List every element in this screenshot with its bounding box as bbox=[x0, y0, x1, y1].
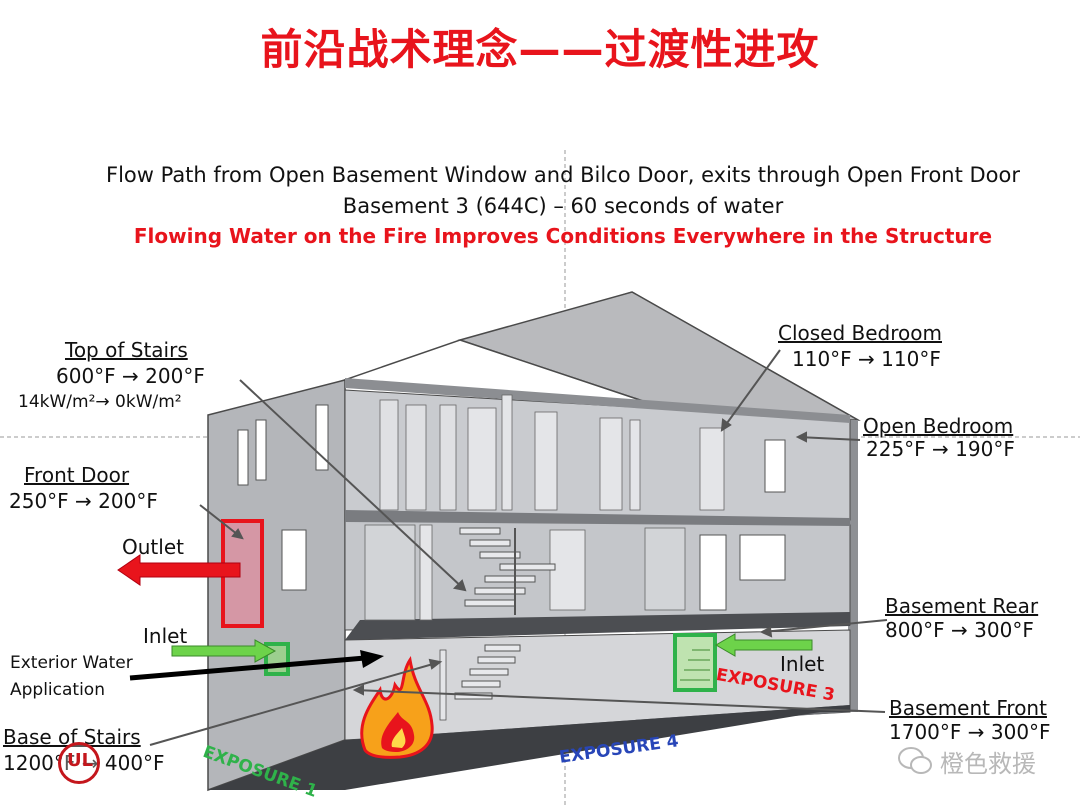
label-basement-front: Basement Front bbox=[889, 696, 1047, 720]
front-door-heading: Front Door bbox=[24, 463, 129, 487]
top-of-stairs-temp: 600°F → 200°F bbox=[56, 364, 205, 388]
subtitle-flow-path: Flow Path from Open Basement Window and … bbox=[0, 163, 1080, 187]
basement-front-temp: 1700°F → 300°F bbox=[889, 720, 1051, 744]
label-top-of-stairs: Top of Stairs bbox=[65, 338, 188, 362]
closed-bedroom-heading: Closed Bedroom bbox=[778, 321, 942, 345]
front-door-temp: 250°F → 200°F bbox=[9, 489, 158, 513]
label-front-door: Front Door bbox=[24, 463, 129, 487]
top-of-stairs-flux: 14kW/m²→ 0kW/m² bbox=[18, 390, 182, 414]
open-bedroom-temp: 225°F → 190°F bbox=[866, 437, 1015, 461]
wechat-icon bbox=[898, 746, 932, 776]
closed-bedroom-temp: 110°F → 110°F bbox=[792, 347, 941, 371]
basement-rear-temp: 800°F → 300°F bbox=[885, 618, 1034, 642]
exterior-water-label-2: Application bbox=[10, 678, 105, 702]
ul-logo-text: UL bbox=[67, 750, 93, 771]
subtitle-basement: Basement 3 (644C) – 60 seconds of water bbox=[0, 194, 1080, 218]
label-closed-bedroom: Closed Bedroom bbox=[778, 321, 942, 345]
exterior-water-label-1: Exterior Water bbox=[10, 651, 133, 675]
label-basement-rear: Basement Rear bbox=[885, 594, 1038, 618]
top-of-stairs-heading: Top of Stairs bbox=[65, 338, 188, 362]
page-title: 前沿战术理念——过渡性进攻 bbox=[0, 16, 1080, 77]
subtitle-conditions: Flowing Water on the Fire Improves Condi… bbox=[0, 224, 1080, 248]
outlet-label: Outlet bbox=[122, 535, 184, 559]
inlet-left-label: Inlet bbox=[143, 624, 187, 648]
open-bedroom-heading: Open Bedroom bbox=[863, 414, 1013, 438]
basement-rear-heading: Basement Rear bbox=[885, 594, 1038, 618]
inlet-right-label: Inlet bbox=[780, 652, 824, 676]
label-open-bedroom: Open Bedroom bbox=[863, 414, 1013, 438]
ul-logo-icon: UL bbox=[58, 742, 100, 784]
watermark-text: 橙色救援 bbox=[940, 744, 1036, 779]
basement-front-heading: Basement Front bbox=[889, 696, 1047, 720]
